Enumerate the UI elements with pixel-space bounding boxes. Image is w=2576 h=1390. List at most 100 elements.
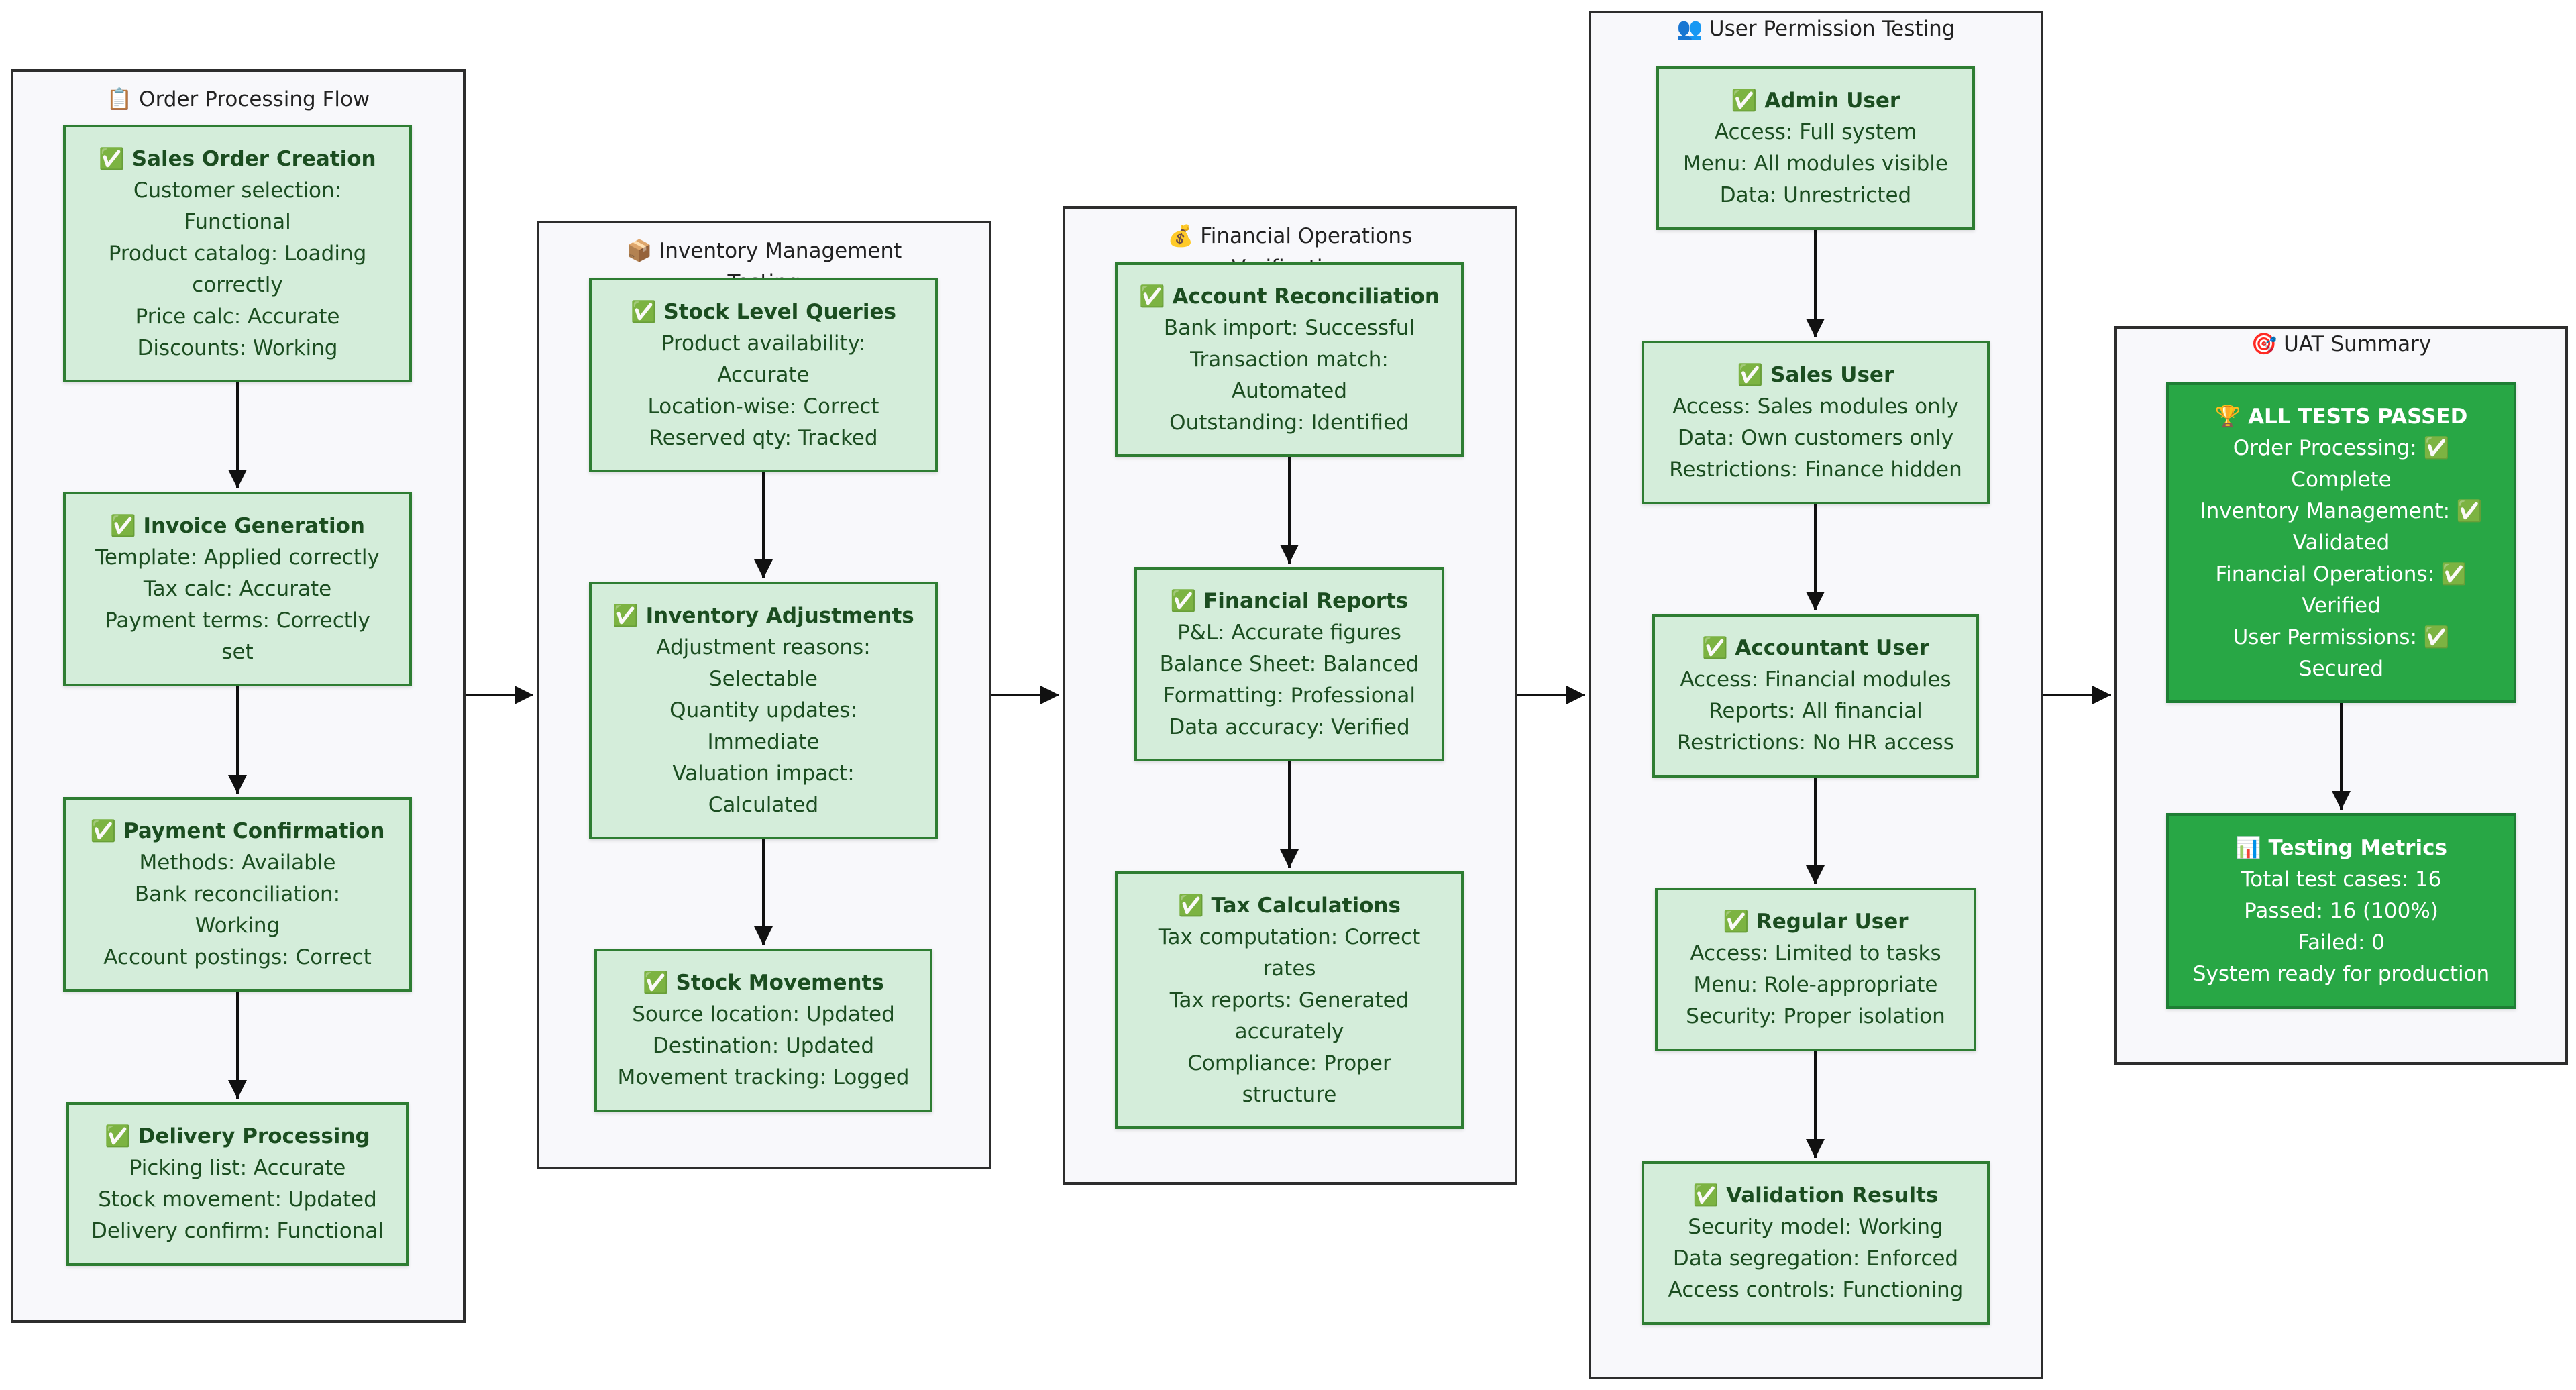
node-line: Working	[195, 913, 280, 938]
node-line: Inventory Management: ✅	[2200, 498, 2483, 523]
node-line: Bank import: Successful	[1163, 315, 1415, 340]
node-line: Price calc: Accurate	[135, 304, 340, 329]
node-line: P&L: Accurate figures	[1177, 620, 1401, 645]
node-title: ✅ Financial Reports	[1170, 588, 1409, 613]
group-title: 💰 Financial Operations Verification	[1167, 224, 1413, 280]
node-line: User Permissions: ✅	[2233, 625, 2450, 649]
node-admin-user: ✅ Admin User Access: Full system Menu: A…	[1656, 66, 1975, 230]
node-line: structure	[1242, 1082, 1337, 1107]
node-line: System ready for production	[2192, 961, 2490, 986]
node-stock-movements: ✅ Stock Movements Source location: Updat…	[594, 949, 932, 1112]
node-regular-user: ✅ Regular User Access: Limited to tasks …	[1655, 888, 1976, 1051]
node-validation-results: ✅ Validation Results Security model: Wor…	[1642, 1161, 1990, 1325]
node-line: Destination: Updated	[652, 1034, 875, 1058]
node-line: Compliance: Proper	[1187, 1051, 1391, 1075]
node-line: Secured	[2298, 656, 2384, 681]
node-line: Methods: Available	[139, 850, 336, 875]
node-line: Bank reconciliation:	[134, 881, 341, 906]
node-title: ✅ Regular User	[1723, 910, 1909, 934]
node-line: Movement tracking: Logged	[617, 1065, 910, 1089]
node-title: ✅ Stock Level Queries	[631, 299, 896, 324]
node-line: Data: Unrestricted	[1719, 183, 1912, 207]
node-delivery-processing: ✅ Delivery Processing Picking list: Accu…	[66, 1102, 409, 1266]
node-financial-reports: ✅ Financial Reports P&L: Accurate figure…	[1134, 567, 1444, 761]
node-line: rates	[1263, 956, 1316, 981]
node-line: set	[221, 639, 254, 664]
node-line: Complete	[2291, 467, 2392, 492]
node-title: ✅ Account Reconciliation	[1139, 284, 1440, 309]
group-title: 👥 User Permission Testing	[1676, 17, 1955, 41]
node-line: Immediate	[707, 729, 820, 754]
node-line: Validated	[2292, 530, 2390, 555]
node-line: Selectable	[709, 666, 818, 691]
node-title: ✅ Admin User	[1731, 89, 1900, 113]
node-line: Data segregation: Enforced	[1672, 1246, 1959, 1271]
node-line: Product catalog: Loading	[108, 241, 367, 266]
node-invoice-generation: ✅ Invoice Generation Template: Applied c…	[63, 492, 412, 686]
node-line: Tax reports: Generated	[1169, 987, 1409, 1012]
node-line: Restrictions: Finance hidden	[1669, 458, 1962, 482]
node-line: Formatting: Professional	[1163, 683, 1415, 708]
node-line: Stock movement: Updated	[98, 1187, 377, 1212]
node-line: Menu: Role-appropriate	[1693, 973, 1938, 997]
node-all-tests-passed: 🏆 ALL TESTS PASSED Order Processing: ✅ C…	[2166, 382, 2516, 703]
node-line: Product availability:	[661, 331, 866, 356]
node-title: ✅ Payment Confirmation	[90, 818, 385, 843]
node-line: Reports: All financial	[1709, 699, 1923, 723]
node-line: Restrictions: No HR access	[1677, 731, 1954, 755]
node-title: ✅ Validation Results	[1693, 1183, 1939, 1208]
node-stock-level-queries: ✅ Stock Level Queries Product availabili…	[589, 278, 938, 472]
node-line: Delivery confirm: Functional	[91, 1219, 384, 1243]
node-line: Template: Applied correctly	[95, 545, 380, 570]
node-line: Account postings: Correct	[103, 945, 372, 969]
node-line: Adjustment reasons:	[656, 635, 871, 659]
node-line: correctly	[192, 272, 283, 297]
node-line: Location-wise: Correct	[647, 394, 879, 419]
node-line: Data accuracy: Verified	[1169, 714, 1410, 739]
node-line: Access controls: Functioning	[1668, 1278, 1964, 1302]
node-line: accurately	[1234, 1019, 1344, 1044]
node-line: Menu: All modules visible	[1683, 152, 1948, 176]
node-title: ✅ Accountant User	[1702, 636, 1929, 660]
node-line: Passed: 16 (100%)	[2244, 898, 2438, 923]
node-line: Order Processing: ✅	[2233, 435, 2450, 460]
node-line: Transaction match:	[1190, 347, 1389, 372]
node-title: 🏆 ALL TESTS PASSED	[2214, 404, 2468, 429]
node-line: Access: Sales modules only	[1672, 394, 1959, 419]
node-line: Security model: Working	[1688, 1215, 1943, 1239]
node-title: ✅ Invoice Generation	[110, 513, 365, 538]
node-line: Calculated	[708, 792, 819, 817]
node-title: ✅ Inventory Adjustments	[612, 603, 914, 628]
node-title: ✅ Stock Movements	[643, 971, 884, 995]
node-line: Outstanding: Identified	[1169, 410, 1409, 435]
node-line: Source location: Updated	[632, 1002, 895, 1026]
group-title: 🎯 UAT Summary	[2251, 332, 2432, 356]
node-title: ✅ Sales User	[1737, 363, 1894, 387]
node-sales-order-creation: ✅ Sales Order Creation Customer selectio…	[63, 125, 412, 382]
node-line: Access: Financial modules	[1680, 667, 1951, 692]
node-title: 📊 Testing Metrics	[2235, 835, 2447, 860]
node-line: Total test cases: 16	[2241, 867, 2442, 892]
node-line: Automated	[1231, 378, 1348, 403]
node-line: Access: Full system	[1714, 120, 1917, 144]
node-title: ✅ Tax Calculations	[1178, 893, 1401, 918]
node-tax-calculations: ✅ Tax Calculations Tax computation: Corr…	[1115, 871, 1464, 1129]
node-testing-metrics: 📊 Testing Metrics Total test cases: 16 P…	[2166, 813, 2516, 1009]
node-line: Tax computation: Correct	[1158, 924, 1421, 949]
node-line: Failed: 0	[2298, 930, 2385, 955]
node-payment-confirmation: ✅ Payment Confirmation Methods: Availabl…	[63, 797, 412, 992]
node-line: Picking list: Accurate	[129, 1156, 346, 1180]
group-title: 📋 Order Processing Flow	[106, 87, 370, 111]
node-line: Quantity updates:	[669, 698, 857, 723]
node-line: Tax calc: Accurate	[143, 576, 332, 601]
node-accountant-user: ✅ Accountant User Access: Financial modu…	[1652, 614, 1979, 778]
node-line: Valuation impact:	[672, 761, 855, 786]
node-line: Security: Proper isolation	[1686, 1004, 1945, 1028]
node-line: Verified	[2302, 593, 2381, 618]
node-sales-user: ✅ Sales User Access: Sales modules only …	[1642, 341, 1990, 504]
node-line: Reserved qty: Tracked	[649, 425, 878, 450]
node-line: Access: Limited to tasks	[1690, 941, 1941, 965]
node-title: ✅ Sales Order Creation	[99, 146, 376, 171]
node-line: Customer selection:	[133, 178, 342, 203]
